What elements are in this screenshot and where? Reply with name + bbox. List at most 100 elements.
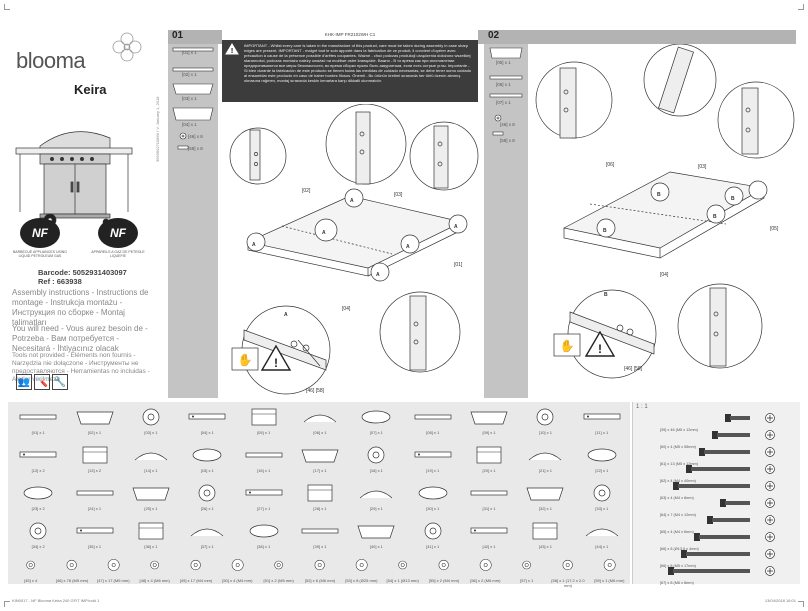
cover-panel: blooma Keira 3663602710869 / V. January …	[8, 22, 160, 398]
part-item: [22] x 1	[574, 442, 630, 476]
part-label: [16] x 1	[257, 468, 271, 473]
nf-caption: BARBECUE APPLIANCES USING LIQUID PETROLE…	[12, 250, 68, 258]
svg-text:A: A	[406, 244, 410, 250]
part-icon	[192, 448, 222, 462]
part-icon	[529, 452, 562, 461]
svg-text:B: B	[731, 196, 735, 202]
part-item: [49] x 17 (M4 mm)	[175, 552, 216, 586]
part-label: [01] x 1	[182, 50, 197, 55]
part-label: [05] x 1	[496, 60, 511, 65]
part-label: [18] x 1	[369, 468, 383, 473]
nf-certification-2: NF APPAREILS A GAZ DE PETROLE LIQUEFIE	[90, 218, 146, 258]
part-label: [14] x 1	[144, 468, 158, 473]
part-icon	[138, 522, 164, 540]
part-label: [17] x 1	[313, 468, 327, 473]
screw-item: [62] x 4 (M4 x 40mm)	[640, 461, 796, 483]
svg-text:[03]: [03]	[394, 192, 403, 198]
svg-text:!: !	[274, 356, 278, 370]
brand-name: blooma	[16, 48, 86, 73]
svg-text:[04]: [04]	[342, 306, 351, 312]
svg-text:A: A	[376, 272, 380, 278]
part-item: [02] x 1	[66, 404, 122, 438]
part-icon	[76, 490, 113, 496]
part-label: [32] x 1	[538, 506, 552, 511]
part-icon	[76, 411, 114, 425]
part-item: [50] x 4 (M4 mm)	[217, 552, 258, 586]
part-item: [43] x 1	[517, 518, 573, 552]
warning-triangle-icon: !	[225, 43, 239, 55]
screw-label: [64] x 7 (M4 x 12mm)	[660, 513, 696, 517]
part-item: [59] x 1 (M6 mm)	[589, 552, 630, 586]
part-icon	[526, 487, 564, 501]
part-icon	[191, 528, 224, 537]
part-label: [52] x 6 (M6 mm)	[304, 578, 336, 583]
part-item: [11] x 1	[574, 404, 630, 438]
svg-text:B: B	[603, 228, 607, 234]
part-icon	[150, 560, 159, 570]
part-item: [14] x 1	[123, 442, 179, 476]
part-icon	[66, 559, 78, 571]
part-item: [21] x 1	[517, 442, 573, 476]
part-item: [36] x 1	[123, 518, 179, 552]
part-label: [07] x 1	[369, 430, 383, 435]
part-label: [49] x 17 (M4 mm)	[179, 578, 213, 583]
part-icon	[470, 490, 508, 496]
svg-text:✋: ✋	[560, 339, 575, 353]
part-icon	[398, 560, 407, 570]
part-label: [31] x 1	[482, 506, 496, 511]
part-label: [48] x 4 (M6 mm)	[139, 578, 170, 583]
part-label: [50] x 4 (M4 mm)	[222, 578, 253, 583]
part-item: [56] x 2 (M6 mm)	[465, 552, 506, 586]
part-label: [05] x 1	[257, 430, 271, 435]
part-label: [43] x 1	[538, 544, 552, 549]
step2-parts-column	[484, 30, 528, 398]
nf-caption: APPAREILS A GAZ DE PETROLE LIQUEFIE	[91, 250, 145, 258]
part-label: [47] x 17 (M5 mm)	[97, 578, 130, 583]
part-label: [10] x 1	[538, 430, 552, 435]
screw-icon	[686, 464, 775, 474]
part-label: [20] x 1	[482, 468, 496, 473]
part-label: [37] x 1	[200, 544, 214, 549]
part-label: [01] x 1	[31, 430, 45, 435]
svg-text:A: A	[454, 224, 458, 230]
part-item: [01] x 1	[10, 404, 66, 438]
two-people-icon: 👥	[16, 374, 32, 390]
part-icon	[23, 486, 53, 500]
part-item: [06] x 1	[292, 404, 348, 438]
screw-label: [61] x 13 (M5 x 12mm)	[660, 462, 698, 466]
part-icon	[562, 559, 574, 571]
part-label: [02] x 1	[182, 72, 197, 77]
instructions-title: Assembly instructions - Instructions de …	[12, 288, 149, 327]
part-item: [29] x 1	[348, 480, 404, 514]
part-label: [26] x 1	[200, 506, 214, 511]
part-icon	[522, 560, 531, 570]
part-icon	[583, 413, 621, 420]
part-label: [23] x 2	[31, 506, 45, 511]
part-icon	[29, 522, 47, 540]
part-icon	[424, 522, 442, 540]
screws-list: [39] x 46 (M5 x 12mm) [60] x 4 (M5 x 55m…	[640, 410, 796, 585]
part-icon	[190, 559, 202, 571]
part-item: [48] x 4 (M6 mm)	[134, 552, 175, 586]
part-label: [36] x 1	[144, 544, 158, 549]
part-item: [57] x 1	[506, 552, 547, 586]
screw-label: [66] x 8 (Ø13.5 x 4mm)	[660, 547, 699, 551]
svg-text:[03]: [03]	[698, 164, 707, 170]
part-label: [58] x 8	[500, 138, 515, 143]
part-icon	[603, 559, 616, 571]
part-icon	[357, 525, 395, 539]
part-icon	[249, 524, 278, 538]
part-label: [13] x 2	[87, 468, 102, 473]
part-item: [40] x 1	[348, 518, 404, 552]
part-icon	[479, 559, 492, 571]
screw-item: [66] x 8 (Ø13.5 x 4mm)	[640, 529, 796, 551]
part-label: [46] x 76 (M5 mm)	[55, 578, 89, 583]
part-item: [38] x 1	[235, 518, 291, 552]
svg-text:[06]: [06]	[606, 162, 615, 168]
part-item: [07] x 1	[348, 404, 404, 438]
side-code: 3663602710869 / V. January 1, 2018	[155, 96, 160, 162]
part-item: [04] x 1	[179, 404, 235, 438]
screw-item: [60] x 4 (M5 x 55mm)	[640, 427, 796, 449]
part-item: [26] x 1	[179, 480, 235, 514]
part-label: [42] x 1	[482, 544, 496, 549]
